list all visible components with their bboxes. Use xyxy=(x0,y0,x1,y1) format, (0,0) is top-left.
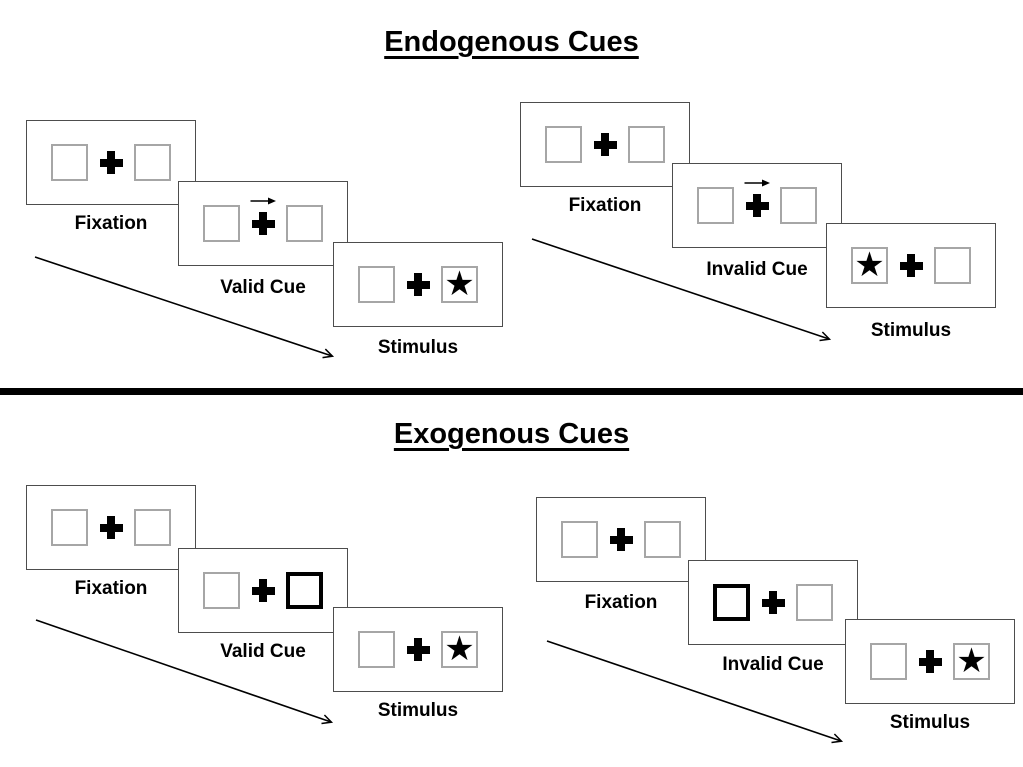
right-box xyxy=(134,144,171,181)
right-box: ★ xyxy=(953,643,990,680)
right-box xyxy=(796,584,833,621)
panel-fixation xyxy=(536,497,706,582)
panel-label-fixation: Fixation xyxy=(584,592,658,613)
fixation-cross-icon xyxy=(918,650,942,673)
timeline-arrow-icon xyxy=(546,640,844,744)
star-icon: ★ xyxy=(854,244,885,285)
left-box xyxy=(203,205,240,242)
left-box xyxy=(203,572,240,609)
left-box xyxy=(51,144,88,181)
fixation-cross-icon xyxy=(250,197,276,235)
panel-label-fixation: Fixation xyxy=(568,195,642,216)
panel-label-cue: Invalid Cue xyxy=(706,259,808,280)
panel-label-stimulus: Stimulus xyxy=(870,320,952,341)
right-box xyxy=(780,187,817,224)
panel-stimulus: ★ xyxy=(826,223,996,308)
timeline-arrow-icon xyxy=(35,619,334,725)
right-box xyxy=(644,521,681,558)
panel-label-stimulus: Stimulus xyxy=(377,700,459,721)
right-box xyxy=(286,205,323,242)
section-title-endogenous: Endogenous Cues xyxy=(384,26,639,58)
panel-valid-cue xyxy=(178,548,348,633)
panel-label-stimulus: Stimulus xyxy=(377,337,459,358)
fixation-cross-icon xyxy=(744,179,770,217)
cue-arrow-icon xyxy=(744,179,770,187)
panel-label-cue: Invalid Cue xyxy=(722,654,824,675)
panel-invalid-cue xyxy=(688,560,858,645)
panel-fixation xyxy=(520,102,690,187)
section-title-exogenous: Exogenous Cues xyxy=(393,418,630,450)
section-divider xyxy=(0,388,1023,395)
panel-label-stimulus: Stimulus xyxy=(889,712,971,733)
star-icon: ★ xyxy=(444,628,475,669)
panel-label-cue: Valid Cue xyxy=(220,277,306,298)
panel-fixation xyxy=(26,120,196,205)
panel-stimulus: ★ xyxy=(333,607,503,692)
panel-fixation xyxy=(26,485,196,570)
fixation-cross-icon xyxy=(406,273,430,296)
fixation-cross-icon xyxy=(609,528,633,551)
left-box xyxy=(870,643,907,680)
left-box-cue-highlight xyxy=(713,584,750,621)
panel-invalid-cue xyxy=(672,163,842,248)
panel-label-cue: Valid Cue xyxy=(220,641,306,662)
right-box: ★ xyxy=(441,266,478,303)
panel-label-fixation: Fixation xyxy=(74,213,148,234)
cue-arrow-icon xyxy=(250,197,276,205)
panel-stimulus: ★ xyxy=(333,242,503,327)
fixation-cross-icon xyxy=(251,579,275,602)
left-box: ★ xyxy=(851,247,888,284)
left-box xyxy=(358,266,395,303)
left-box xyxy=(561,521,598,558)
fixation-cross-icon xyxy=(406,638,430,661)
right-box-cue-highlight xyxy=(286,572,323,609)
panel-stimulus: ★ xyxy=(845,619,1015,704)
right-box: ★ xyxy=(441,631,478,668)
star-icon: ★ xyxy=(956,640,987,681)
fixation-cross-icon xyxy=(899,254,923,277)
left-box xyxy=(51,509,88,546)
timeline-arrow-icon xyxy=(34,256,335,359)
timeline-arrow-icon xyxy=(531,238,832,342)
fixation-cross-icon xyxy=(593,133,617,156)
star-icon: ★ xyxy=(444,263,475,304)
right-box xyxy=(628,126,665,163)
right-box xyxy=(134,509,171,546)
panel-valid-cue xyxy=(178,181,348,266)
fixation-cross-icon xyxy=(99,151,123,174)
fixation-cross-icon xyxy=(761,591,785,614)
left-box xyxy=(545,126,582,163)
right-box xyxy=(934,247,971,284)
fixation-cross-icon xyxy=(99,516,123,539)
left-box xyxy=(697,187,734,224)
left-box xyxy=(358,631,395,668)
panel-label-fixation: Fixation xyxy=(74,578,148,599)
